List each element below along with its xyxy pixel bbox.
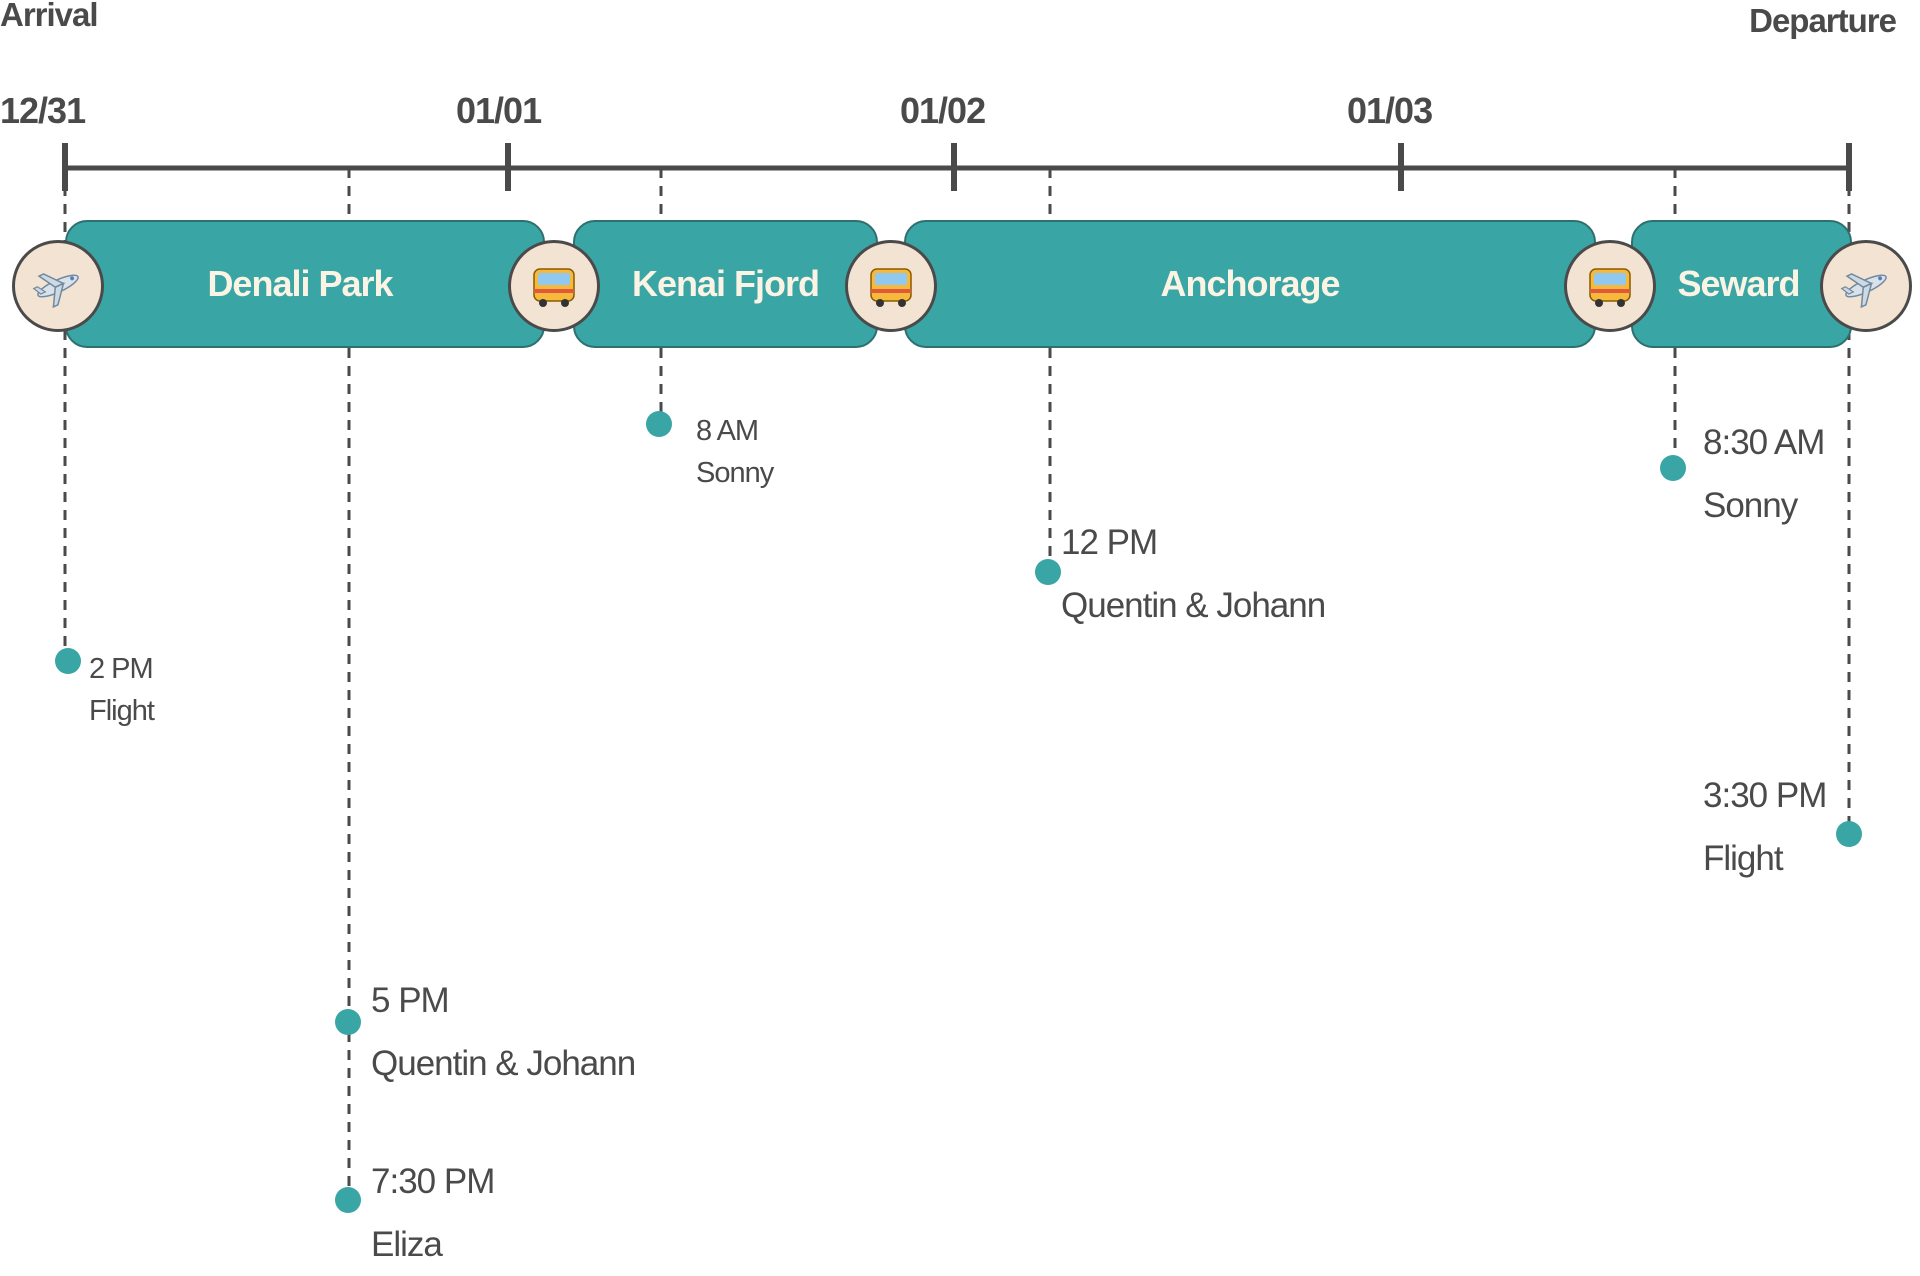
bus-icon bbox=[1589, 268, 1631, 307]
event-who: Quentin & Johann bbox=[371, 1044, 636, 1083]
event-who: Flight bbox=[89, 695, 155, 727]
timeline-graphic bbox=[55, 143, 1862, 1213]
transport-airplane bbox=[1820, 240, 1912, 332]
event-who: Quentin & Johann bbox=[1061, 586, 1326, 625]
event-time: 8:30 AM bbox=[1703, 423, 1825, 462]
event-label: 8 AM Sonny bbox=[696, 410, 774, 494]
bus-icon bbox=[870, 268, 912, 307]
event-who: Sonny bbox=[696, 457, 774, 489]
event-dot bbox=[55, 648, 81, 674]
transport-bus bbox=[1564, 240, 1656, 332]
segment-label: Denali Park bbox=[207, 263, 393, 304]
stay-segment-denali-park: Denali Park bbox=[65, 220, 545, 348]
arrival-label: Arrival bbox=[0, 0, 99, 33]
event-dot bbox=[335, 1009, 361, 1035]
bus-icon bbox=[533, 268, 575, 307]
event-label: 2 PM Flight bbox=[89, 648, 155, 732]
event-time: 3:30 PM bbox=[1703, 776, 1827, 815]
event-dot bbox=[1836, 821, 1862, 847]
stay-segment-seward: Seward bbox=[1631, 220, 1852, 348]
event-who: Sonny bbox=[1703, 486, 1798, 525]
event-label: 12 PM Quentin & Johann bbox=[1061, 511, 1326, 637]
segment-label: Anchorage bbox=[1160, 263, 1340, 304]
transport-bus bbox=[508, 240, 600, 332]
event-label: 8:30 AM Sonny bbox=[1703, 411, 1825, 537]
segment-label: Seward bbox=[1677, 263, 1800, 304]
departure-label: Departure bbox=[1749, 2, 1897, 39]
transport-airplane bbox=[12, 240, 104, 332]
event-time: 12 PM bbox=[1061, 523, 1158, 562]
transport-bus bbox=[845, 240, 937, 332]
stay-segment-anchorage: Anchorage bbox=[904, 220, 1596, 348]
stay-segment-kenai-fjord: Kenai Fjord bbox=[573, 220, 878, 348]
event-who: Flight bbox=[1703, 839, 1784, 878]
event-time: 7:30 PM bbox=[371, 1162, 495, 1201]
date-label: 01/01 bbox=[456, 90, 542, 131]
event-time: 8 AM bbox=[696, 415, 759, 447]
event-dot bbox=[1035, 559, 1061, 585]
segment-label: Kenai Fjord bbox=[631, 263, 820, 304]
event-time: 2 PM bbox=[89, 653, 154, 685]
event-time: 5 PM bbox=[371, 981, 450, 1020]
event-dot bbox=[335, 1187, 361, 1213]
event-who: Eliza bbox=[371, 1225, 443, 1264]
airplane-icon bbox=[32, 273, 79, 309]
event-label: 5 PM Quentin & Johann bbox=[371, 969, 636, 1095]
date-label: 01/02 bbox=[900, 90, 986, 131]
date-label: 12/31 bbox=[0, 90, 86, 131]
event-dot bbox=[1660, 455, 1686, 481]
event-label: 7:30 PM Eliza bbox=[371, 1150, 495, 1276]
event-label: 3:30 PM Flight bbox=[1703, 764, 1827, 890]
date-label: 01/03 bbox=[1347, 90, 1433, 131]
event-dot bbox=[646, 411, 672, 437]
airplane-icon bbox=[1840, 273, 1887, 309]
